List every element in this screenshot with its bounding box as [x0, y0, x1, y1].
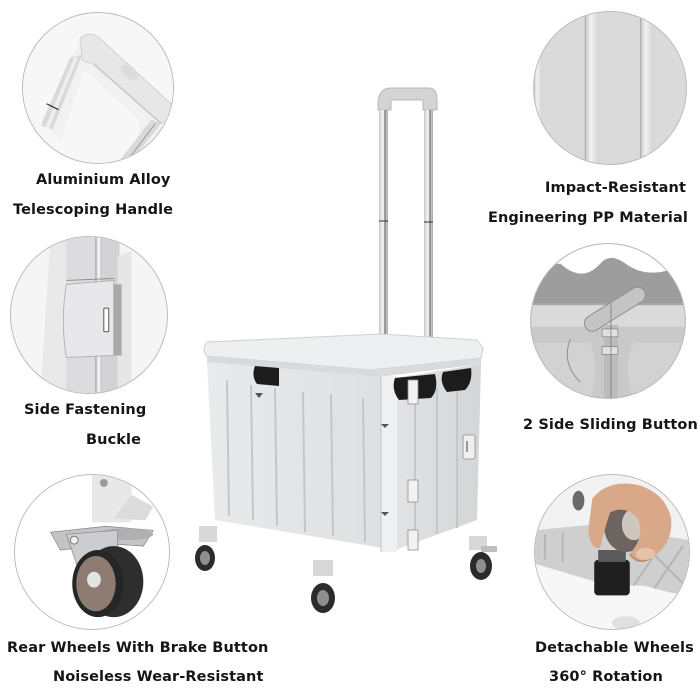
feature-label-handle-line1: Aluminium Alloy	[36, 172, 171, 188]
detachable-wheel-icon	[535, 475, 689, 629]
feature-label-buckle-line1: Side Fastening	[24, 402, 147, 418]
feature-label-material-line2: Engineering PP Material	[488, 210, 688, 226]
sliding-button-closeup-image	[530, 243, 686, 399]
buckle-closeup-image	[10, 236, 168, 394]
material-closeup-image	[533, 11, 687, 165]
feature-label-buckle-line2: Buckle	[86, 432, 142, 448]
feature-label-material-line1: Impact-Resistant	[545, 180, 687, 196]
telescoping-handle-icon	[23, 13, 173, 163]
feature-label-brake-line2: Noiseless Wear-Resistant	[53, 669, 264, 685]
feature-label-detachable-line2: 360° Rotation	[549, 669, 663, 685]
feature-label-sliding-line1: 2 Side Sliding Button	[523, 417, 698, 433]
feature-label-brake-line1: Rear Wheels With Brake Button	[7, 640, 269, 656]
feature-label-detachable-line1: Detachable Wheels	[535, 640, 694, 656]
brake-caster-wheel-icon	[15, 475, 169, 629]
detachable-wheel-closeup-image	[534, 474, 690, 630]
sliding-button-icon	[531, 244, 685, 398]
folding-cart-icon	[195, 87, 497, 613]
folding-cart-product-image	[185, 80, 515, 620]
brake-wheel-closeup-image	[14, 474, 170, 630]
caster-wheel-back-right	[469, 536, 497, 580]
handle-closeup-image	[22, 12, 174, 164]
ribbed-panel-icon	[534, 12, 686, 164]
caster-wheel-front-left	[195, 526, 217, 571]
side-buckle-icon	[11, 237, 167, 393]
feature-label-handle-line2: Telescoping Handle	[13, 202, 174, 218]
caster-wheel-front-center	[311, 560, 335, 613]
